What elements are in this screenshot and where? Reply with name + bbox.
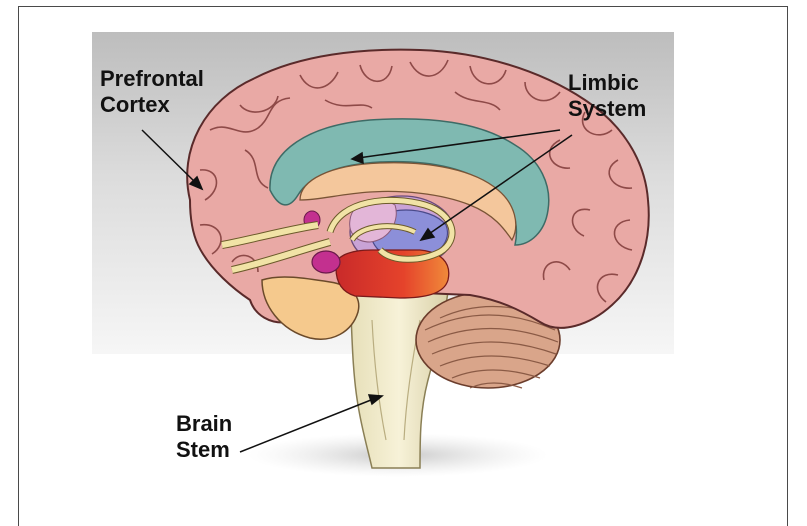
label-line: Prefrontal bbox=[100, 66, 204, 92]
label-line: Limbic bbox=[568, 70, 646, 96]
label-line: Cortex bbox=[100, 92, 204, 118]
amygdala bbox=[312, 251, 340, 273]
label-line: System bbox=[568, 96, 646, 122]
label-line: Brain bbox=[176, 411, 232, 437]
limbic-system-label: Limbic System bbox=[568, 70, 646, 122]
brain-stem-label: Brain Stem bbox=[176, 411, 232, 463]
prefrontal-cortex-label: Prefrontal Cortex bbox=[100, 66, 204, 118]
label-line: Stem bbox=[176, 437, 232, 463]
